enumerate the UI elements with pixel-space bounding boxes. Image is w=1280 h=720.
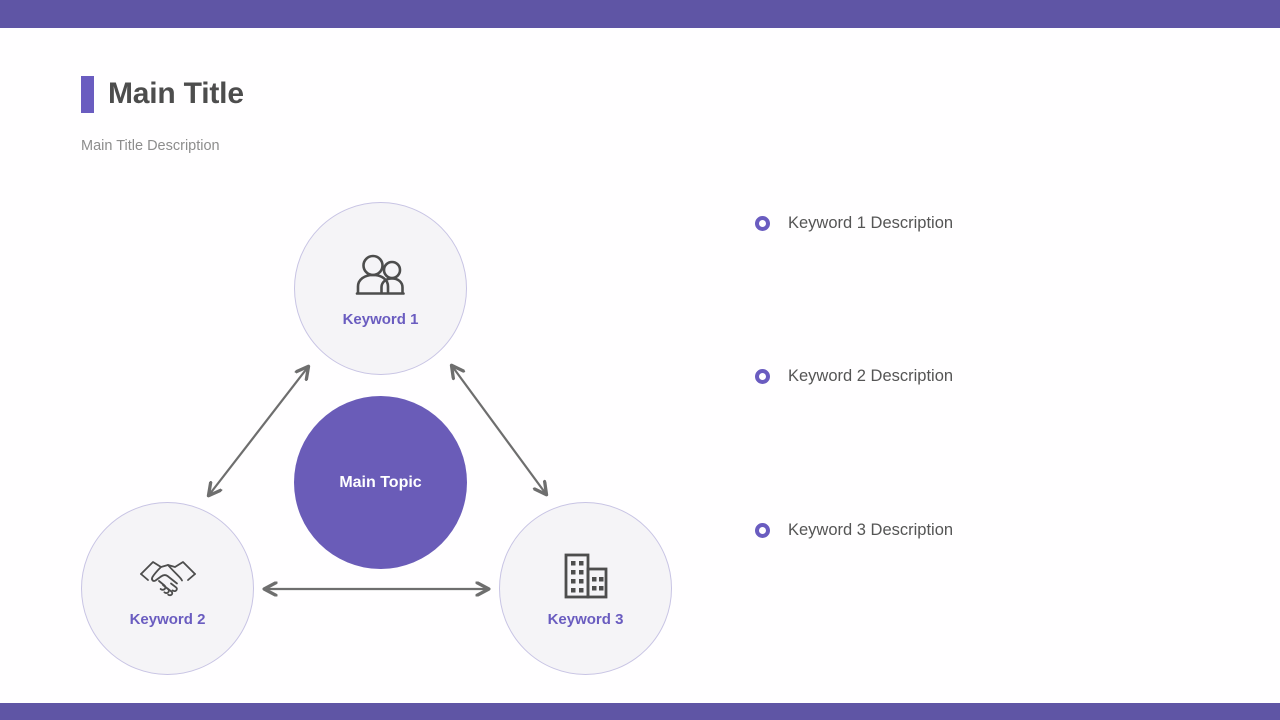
ring-bullet-icon	[755, 522, 770, 538]
diagram-node-label: Keyword 1	[342, 311, 419, 328]
ring-bullet-icon	[755, 368, 770, 384]
slide-header: Main Title Main Title Description	[81, 72, 244, 154]
top-decorative-bar	[0, 0, 1280, 28]
title-accent-bar	[81, 75, 94, 113]
diagram-node-center[interactable]: Main Topic	[294, 396, 467, 569]
page-subtitle: Main Title Description	[81, 138, 220, 154]
connector-arrows	[0, 0, 720, 720]
list-item-label: Keyword 1 Description	[788, 213, 954, 232]
diagram-node-keyword-1[interactable]: Keyword 1	[294, 202, 467, 375]
handshake-icon	[137, 549, 199, 603]
list-item[interactable]: Keyword 1 Description	[755, 206, 953, 240]
diagram-node-keyword-2[interactable]: Keyword 2	[81, 502, 254, 675]
bottom-decorative-bar	[0, 703, 1280, 720]
ring-bullet-icon	[755, 215, 770, 231]
diagram-node-label: Keyword 2	[129, 611, 206, 628]
people-icon	[350, 249, 412, 303]
list-item[interactable]: Keyword 2 Description	[755, 359, 953, 393]
list-item[interactable]: Keyword 3 Description	[755, 513, 953, 547]
triangle-diagram: Keyword 1	[0, 0, 720, 720]
buildings-icon	[555, 549, 617, 603]
center-node-label: Main Topic	[339, 473, 422, 491]
diagram-node-label: Keyword 3	[547, 611, 624, 628]
list-item-label: Keyword 3 Description	[788, 520, 954, 539]
diagram-node-keyword-3[interactable]: Keyword 3	[499, 502, 672, 675]
title-row: Main Title	[81, 72, 244, 116]
list-item-label: Keyword 2 Description	[788, 366, 954, 385]
arrow-left-diagonal	[209, 367, 308, 495]
arrow-right-diagonal	[452, 366, 546, 494]
page-title: Main Title	[108, 77, 244, 110]
